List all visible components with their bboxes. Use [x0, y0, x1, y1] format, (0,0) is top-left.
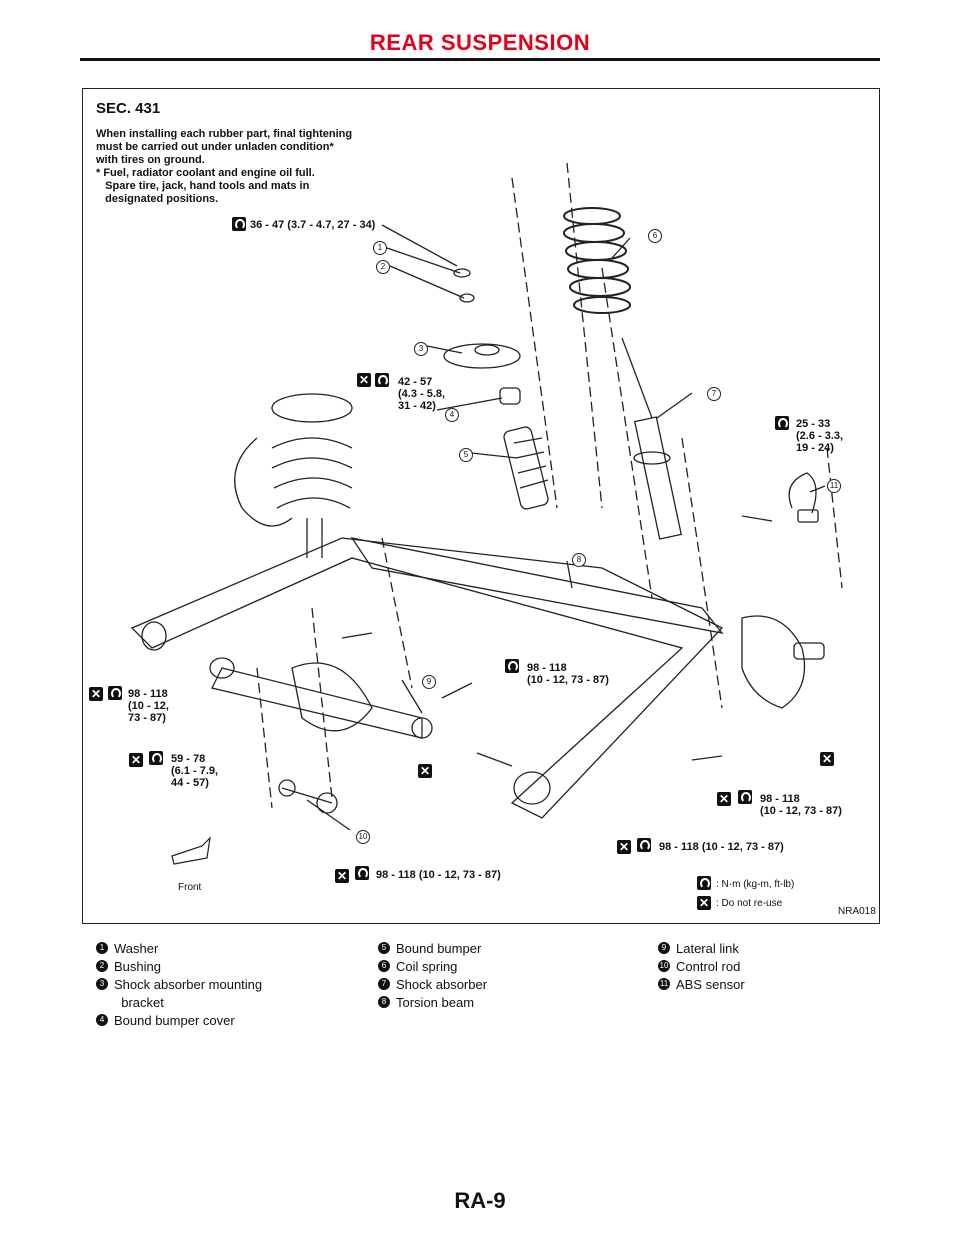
no-reuse-icon: ✕ [89, 687, 103, 701]
callout-8: 8 [572, 553, 586, 567]
torque-label-5: 98 - 118 (10 - 12, 73 - 87) [128, 688, 169, 724]
installation-note: When installing each rubber part, final … [96, 128, 353, 205]
torque-label-8: 98 - 118 (10 - 12, 73 - 87) [659, 841, 784, 853]
callout-10: 10 [356, 830, 370, 844]
figure-id: NRA018 [838, 906, 876, 917]
figure-frame [82, 88, 880, 924]
torque-label-2: 42 - 57 (4.3 - 5.8, 31 - 42) [398, 376, 446, 412]
torque-icon [108, 686, 122, 700]
torque-icon [775, 416, 789, 430]
page-title: REAR SUSPENSION [369, 30, 591, 55]
callout-5: 5 [459, 448, 473, 462]
no-reuse-icon: ✕ [418, 764, 432, 778]
torque-icon [697, 876, 711, 890]
callout-6: 6 [648, 229, 662, 243]
callout-4: 4 [445, 408, 459, 422]
torque-label-3: 25 - 33 (2.6 - 3.3, 19 - 24) [796, 418, 844, 454]
page-number: RA-9 [454, 1188, 506, 1213]
torque-icon [375, 373, 389, 387]
callout-2: 2 [376, 260, 390, 274]
suspension-diagram [130, 162, 843, 865]
callout-11: 11 [827, 479, 841, 493]
torque-icon [232, 217, 246, 231]
callout-9: 9 [422, 675, 436, 689]
torque-icon [637, 838, 651, 852]
header-divider [80, 58, 880, 61]
callout-3: 3 [414, 342, 428, 356]
no-reuse-icon: ✕ [820, 752, 834, 766]
torque-label-9: 98 - 118 (10 - 12, 73 - 87) [376, 869, 501, 881]
no-reuse-icon: ✕ [697, 896, 711, 910]
no-reuse-icon: ✕ [617, 840, 631, 854]
legend-torque: : N·m (kg-m, ft-lb) [716, 879, 795, 890]
torque-icon [355, 866, 369, 880]
torque-label-7: 98 - 118 (10 - 12, 73 - 87) [760, 793, 842, 817]
callout-1: 1 [373, 241, 387, 255]
torque-label-6: 59 - 78 (6.1 - 7.9, 44 - 57) [171, 753, 219, 789]
torque-icon [738, 790, 752, 804]
no-reuse-icon: ✕ [335, 869, 349, 883]
no-reuse-icon: ✕ [717, 792, 731, 806]
section-number: SEC. 431 [96, 100, 161, 117]
torque-icon [505, 659, 519, 673]
callout-7: 7 [707, 387, 721, 401]
no-reuse-icon: ✕ [357, 373, 371, 387]
torque-label-1: 36 - 47 (3.7 - 4.7, 27 - 34) [250, 219, 376, 231]
no-reuse-icon: ✕ [129, 753, 143, 767]
legend-no-reuse: : Do not re-use [716, 898, 783, 909]
torque-icon [149, 751, 163, 765]
front-label: Front [178, 882, 202, 893]
torque-label-4: 98 - 118 (10 - 12, 73 - 87) [527, 662, 609, 686]
